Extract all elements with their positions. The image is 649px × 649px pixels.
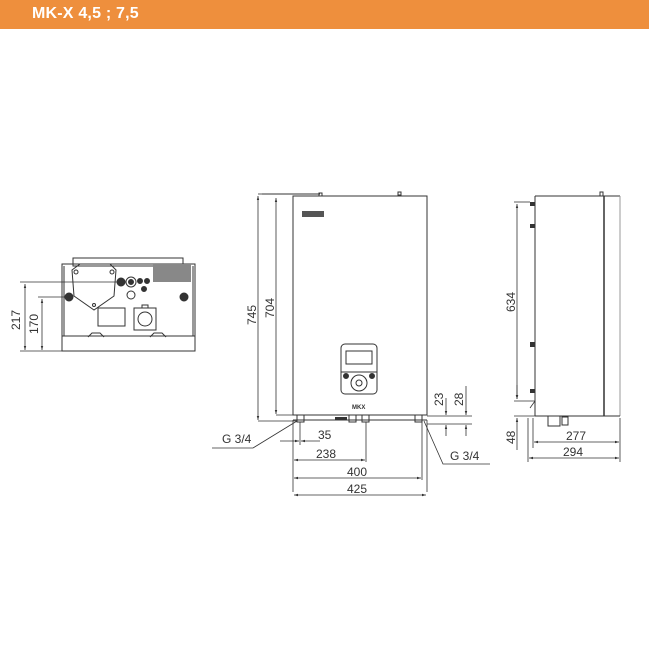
label-g34-left: G 3/4: [222, 432, 252, 446]
header-bar: MK-X 4,5 ; 7,5: [0, 0, 649, 29]
dim-48: 48: [504, 430, 518, 444]
front-view: [262, 191, 428, 423]
side-view-dimensions: [514, 201, 621, 462]
dim-217: 217: [9, 310, 23, 330]
bottom-view: [61, 257, 196, 352]
dim-745: 745: [245, 305, 259, 325]
front-logo: MKX: [352, 405, 365, 411]
dim-400: 400: [347, 465, 367, 479]
dim-294: 294: [563, 445, 583, 459]
dim-35: 35: [318, 428, 332, 442]
dim-425: 425: [347, 482, 367, 496]
side-view: [530, 191, 621, 427]
dim-170: 170: [27, 314, 41, 334]
dim-277: 277: [566, 429, 586, 443]
label-g34-right: G 3/4: [450, 449, 480, 463]
dim-28: 28: [452, 392, 466, 406]
bottom-view-dimensions: [20, 281, 120, 352]
dim-704: 704: [263, 298, 277, 318]
dim-23: 23: [432, 392, 446, 406]
page-title: MK-X 4,5 ; 7,5: [32, 5, 139, 22]
dim-634: 634: [504, 292, 518, 312]
dim-238: 238: [316, 447, 336, 461]
front-view-dimensions: [212, 193, 490, 497]
